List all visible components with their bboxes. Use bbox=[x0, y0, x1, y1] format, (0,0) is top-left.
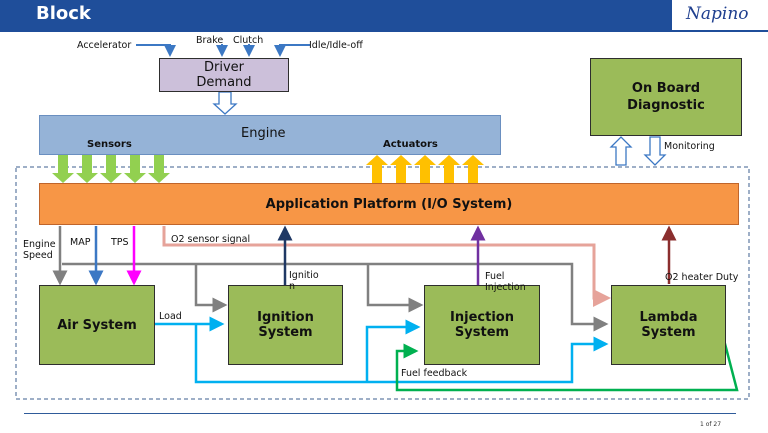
brake-label: Brake bbox=[196, 35, 224, 46]
air-system-block: Air System bbox=[39, 285, 155, 365]
injection-system-block: Injection System bbox=[424, 285, 540, 365]
engine-block bbox=[39, 115, 501, 155]
driver-demand-block: Driver Demand bbox=[159, 58, 289, 92]
ignition-system-block: Ignition System bbox=[228, 285, 343, 365]
clutch-label: Clutch bbox=[233, 35, 264, 46]
fuel-feedback-label: Fuel feedback bbox=[401, 368, 468, 379]
application-platform-block: Application Platform (I/O System) bbox=[39, 183, 739, 225]
accelerator-label: Accelerator bbox=[77, 40, 132, 51]
engine-label: Engine bbox=[241, 126, 286, 141]
map-label: MAP bbox=[70, 237, 91, 248]
tps-label: TPS bbox=[111, 237, 129, 248]
page-number: 1 of 27 bbox=[700, 421, 722, 428]
ignition-signal-label: Ignition bbox=[289, 270, 319, 292]
o2-sensor-label: O2 sensor signal bbox=[171, 234, 251, 245]
page-title: Block bbox=[36, 3, 91, 24]
header-divider bbox=[0, 30, 768, 32]
lambda-system-block: Lambda System bbox=[611, 285, 726, 365]
engine-speed-label: Engine Speed bbox=[23, 239, 56, 261]
fuel-injection-label: Fuel Injection bbox=[485, 271, 526, 293]
actuators-label: Actuators bbox=[383, 139, 438, 150]
monitoring-label: Monitoring bbox=[664, 141, 715, 152]
footer-divider bbox=[24, 413, 736, 414]
header-band bbox=[0, 0, 672, 30]
napino-logo: Napino bbox=[686, 4, 749, 24]
o2-heater-label: O2 heater Duty bbox=[665, 272, 739, 283]
load-label: Load bbox=[159, 311, 182, 322]
header-bar: Block Napino bbox=[0, 0, 768, 30]
obd-block: On Board Diagnostic bbox=[590, 58, 742, 136]
sensors-label: Sensors bbox=[87, 139, 132, 150]
idle-label: Idle/Idle-off bbox=[309, 40, 363, 51]
